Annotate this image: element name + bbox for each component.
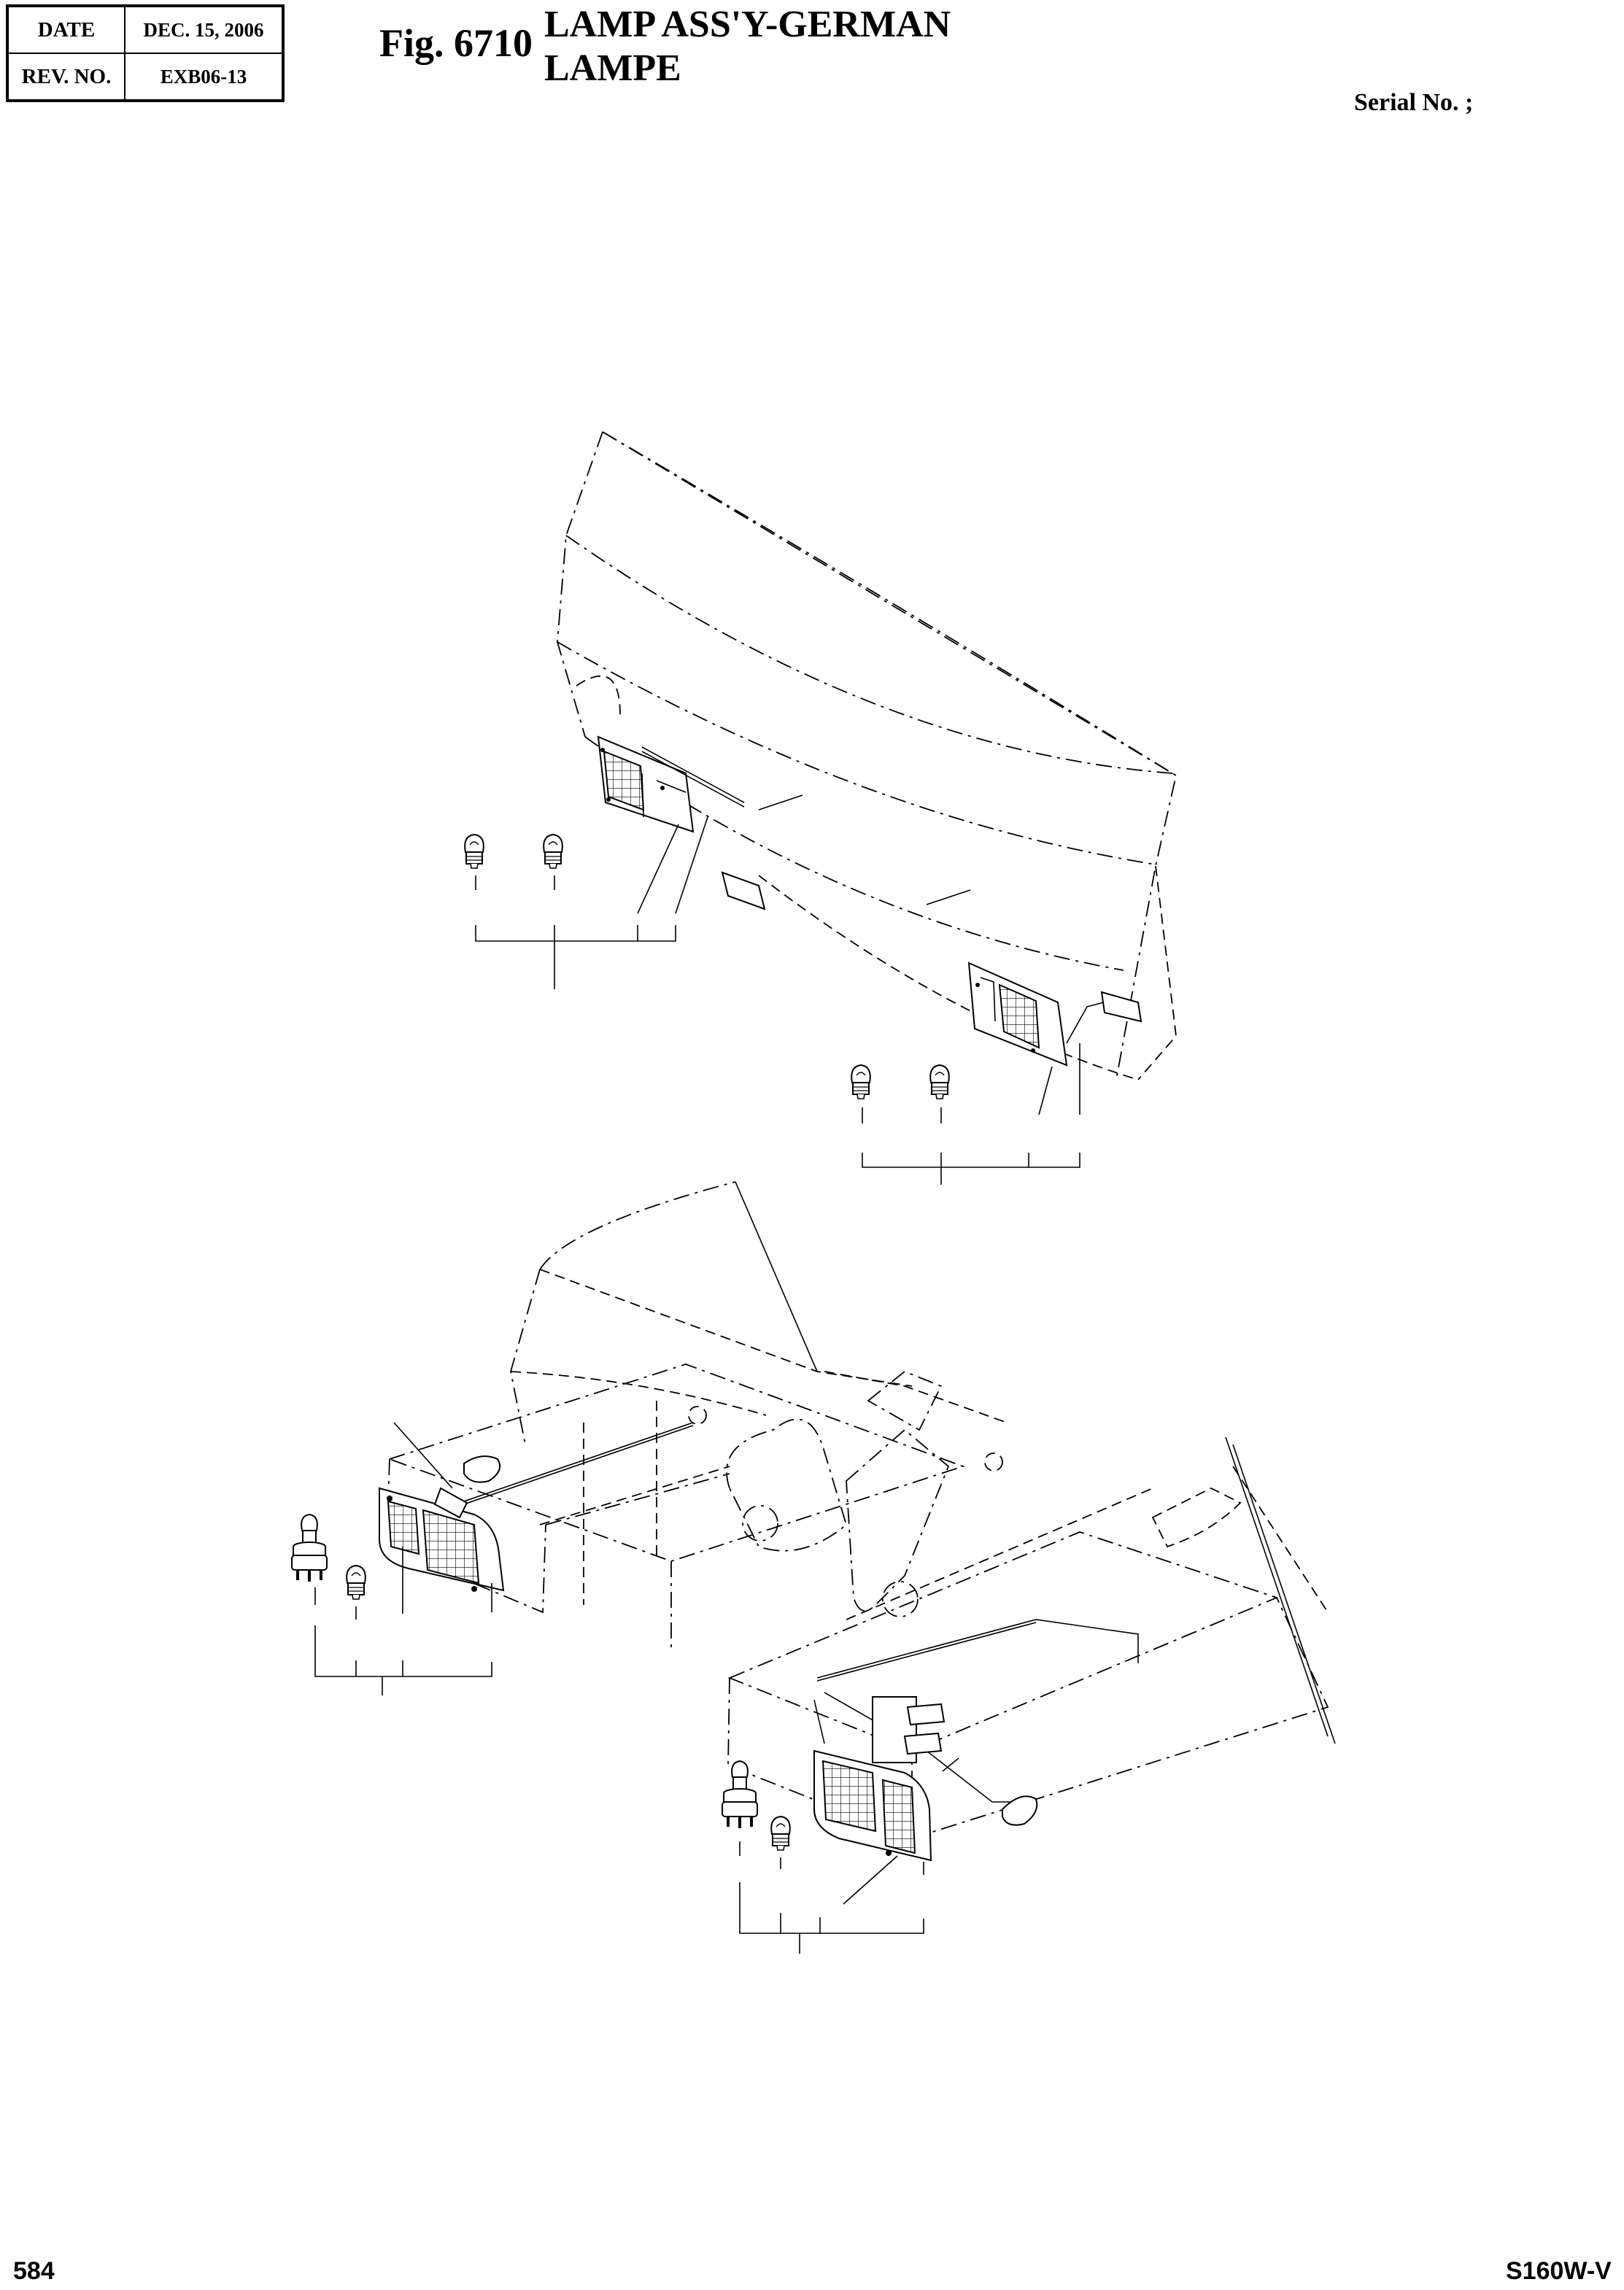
revision-box: DATE DEC. 15, 2006 REV. NO. EXB06-13 <box>6 4 285 102</box>
date-label: DATE <box>8 7 125 53</box>
serial-number-label: Serial No. ; <box>1354 89 1474 116</box>
figure-title: LAMP ASS'Y-GERMAN LAMPE <box>544 3 951 90</box>
callouts-front-left <box>290 1423 492 1695</box>
figure-title-line1: LAMP ASS'Y-GERMAN <box>544 4 951 45</box>
rear-view <box>464 432 1176 1185</box>
front-lamp-left <box>379 1456 503 1592</box>
callouts-rear-left <box>464 817 708 989</box>
bulb-icon <box>929 1064 950 1099</box>
date-value: DEC. 15, 2006 <box>125 7 282 53</box>
rear-lamp-left <box>598 737 744 832</box>
h4-bulb-icon <box>290 1513 328 1583</box>
reflector <box>722 873 765 909</box>
figure-title-line2: LAMPE <box>544 47 681 89</box>
bulb-icon <box>346 1565 366 1600</box>
rear-lamp-right <box>969 963 1141 1065</box>
callouts-front-right <box>721 1700 959 1954</box>
page-number: 584 <box>13 2257 55 2285</box>
figure-number: Fig. 6710 <box>379 21 533 65</box>
h4-bulb-icon <box>721 1760 759 1830</box>
rev-value: EXB06-13 <box>125 53 282 100</box>
front-lamp-right <box>814 1697 1037 1860</box>
rev-label: REV. NO. <box>8 53 125 100</box>
bulb-icon <box>543 834 563 869</box>
bulb-icon <box>770 1816 791 1851</box>
callouts-rear-right <box>851 1043 1080 1185</box>
bulb-icon <box>464 834 484 869</box>
front-view <box>290 1182 1335 1954</box>
model-number: S160W-V <box>1506 2257 1612 2285</box>
bulb-icon <box>851 1064 871 1099</box>
